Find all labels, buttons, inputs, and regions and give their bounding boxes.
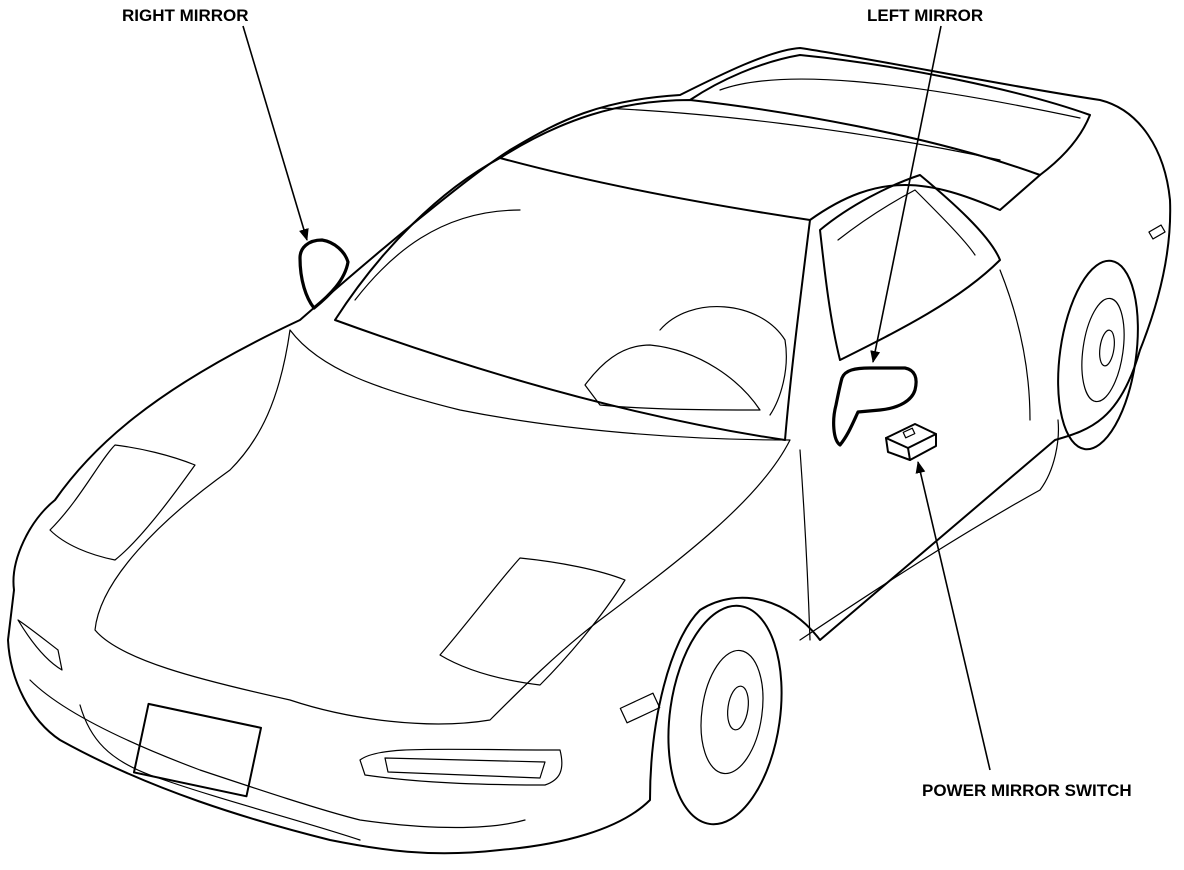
rear-wheel-rim [1081, 297, 1125, 403]
front-lip [79, 704, 361, 841]
door-line [799, 449, 811, 641]
right-mirror-leader [242, 25, 309, 241]
license-plate [132, 702, 263, 798]
fog-lamp-left [384, 757, 546, 779]
right-mirror [298, 238, 350, 310]
power-mirror-switch-leader [915, 461, 991, 771]
turn-signal-left [359, 748, 563, 786]
roof [499, 99, 1041, 221]
hood-panel [94, 329, 791, 725]
rear-wheel-hub [1099, 329, 1115, 367]
car-illustration [7, 47, 1172, 855]
headlight-cover-right [49, 444, 196, 561]
left-mirror [832, 366, 918, 447]
left-mirror-label: LEFT MIRROR [867, 6, 983, 25]
front-bumper [29, 679, 526, 829]
car-body-outline [7, 47, 1172, 855]
turn-signal-right [17, 619, 63, 671]
side-window-inner [837, 189, 976, 256]
left-mirror-leader [870, 25, 942, 363]
side-window [819, 174, 1001, 361]
side-character-line [799, 419, 1060, 641]
rear-side-marker [1148, 224, 1166, 240]
power-mirror-switch [885, 423, 937, 461]
steering-wheel [659, 306, 787, 416]
windshield-inner [354, 209, 521, 301]
front-wheel [667, 604, 783, 826]
side-intake [999, 269, 1031, 421]
headlight-cover-left [439, 557, 626, 686]
roof-inner [599, 107, 1001, 161]
rear-deck-inner [719, 78, 1081, 119]
power-mirror-switch-label: POWER MIRROR SWITCH [922, 781, 1132, 800]
side-marker-light [619, 692, 661, 724]
windshield [334, 157, 811, 441]
front-wheel-rim [700, 649, 764, 775]
rear-wheel [1057, 259, 1139, 451]
right-mirror-label: RIGHT MIRROR [122, 6, 249, 25]
front-wheel-hub [727, 685, 749, 731]
rear-deck [689, 54, 1091, 176]
dashboard [584, 344, 761, 411]
